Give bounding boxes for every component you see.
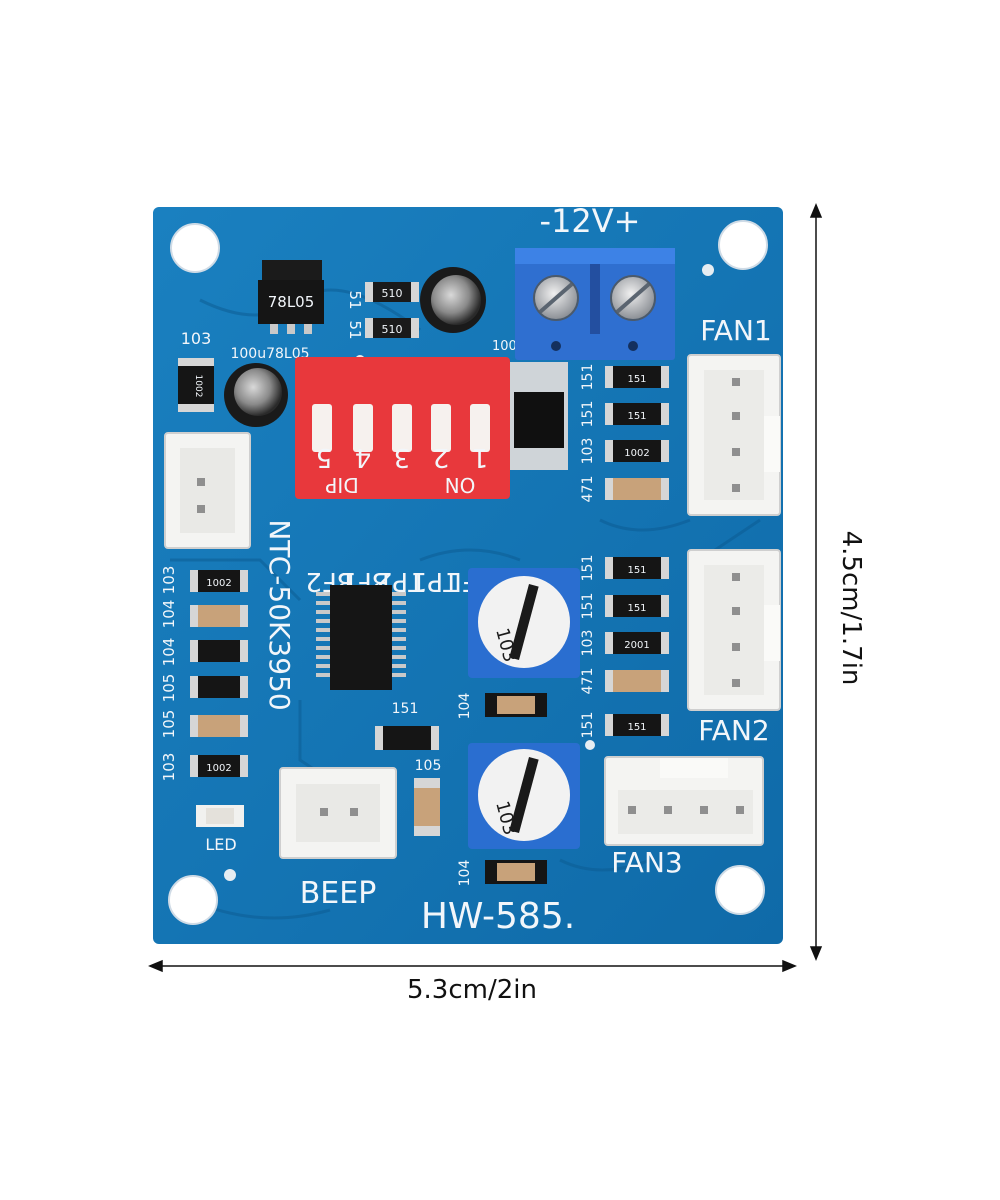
resistor-label: 103 [580, 630, 596, 657]
resistor-label: 104 [160, 638, 178, 667]
dip-number: 3 [394, 442, 411, 472]
capacitor-label: 104 [457, 693, 473, 720]
top-resistors: 510 510 51 51 [346, 282, 419, 340]
dip-number: 2 [433, 442, 450, 472]
ic-chip [316, 585, 406, 690]
model-label: HW-585. [421, 896, 575, 937]
smd-code: 151 [627, 565, 646, 576]
power-terminal-block: -12V+ [515, 202, 675, 360]
voltage-regulator: 78L05 [258, 260, 324, 334]
resistor-label: 151 [580, 401, 596, 428]
mounting-hole [715, 865, 765, 915]
height-dimension [809, 203, 823, 961]
capacitor-label: 105 [415, 758, 442, 774]
trimpot-upper: 103 [468, 568, 580, 678]
height-label: 4.5cm/1.7in [836, 531, 866, 686]
resistor-label: 151 [580, 712, 596, 739]
beep-connector: BEEP [279, 767, 397, 911]
fan1-label: FAN1 [700, 314, 771, 347]
smd-code: 151 [627, 722, 646, 733]
dip-number: 4 [355, 442, 372, 472]
dip-right-label: ON [445, 473, 476, 497]
mounting-hole [168, 875, 218, 925]
dip-left-label: DIP [325, 473, 358, 497]
smd-code: 151 [627, 374, 646, 385]
resistor-label: 151 [580, 555, 596, 582]
smd-code: 2001 [624, 640, 649, 651]
smd-code: 151 [627, 603, 646, 614]
resistor-label: 103 [580, 438, 596, 465]
fan2-label: FAN2 [698, 714, 769, 747]
smd-code: 1002 [206, 763, 231, 774]
regulator-label: 78L05 [268, 293, 315, 311]
capacitor-105: 105 [414, 758, 441, 836]
resistor-label: 103 [160, 566, 178, 595]
led-label: LED [205, 835, 236, 854]
capacitor-label: 104 [457, 860, 473, 887]
resistor-label: 103 [160, 753, 178, 782]
resistor-151-mid: 151 2001 [375, 701, 439, 750]
smd-code: 1002 [193, 375, 203, 398]
mounting-hole [170, 223, 220, 273]
resistor-label: 51 [346, 320, 364, 339]
fan1-connector: FAN1 [687, 314, 781, 516]
resistor-label: 51 [346, 290, 364, 309]
capacitor-104: 104 104 [457, 693, 547, 887]
fan3-connector: FAN3 [604, 756, 764, 879]
resistor-label: 471 [580, 668, 596, 695]
mounting-holes [168, 220, 768, 925]
right-resistor-bank-top: 151 151 1002 151 151 103 471 [580, 364, 669, 503]
smd-code: 510 [382, 323, 403, 336]
resistor-label: 104 [160, 600, 178, 629]
smd-code: 1002 [206, 578, 231, 589]
smd-code: 151 [627, 411, 646, 422]
resistor-103-top: 103 1002 [178, 329, 214, 412]
fan3-label: FAN3 [611, 846, 682, 879]
fan2-connector: FAN2 [687, 549, 781, 747]
led: LED [196, 805, 244, 854]
dip-switch: 5 4 3 2 1 DIP ON [295, 357, 510, 499]
sensor-connector [164, 432, 251, 549]
dip-number: 1 [472, 442, 489, 472]
mounting-hole [718, 220, 768, 270]
regulator-caption: 100u78L05 [230, 346, 309, 362]
left-resistor-column: 1002 151 1002 103 104 104 105 105 103 [160, 566, 248, 782]
resistor-label: 151 [392, 701, 419, 717]
setting-label-tp1: TP1 [411, 566, 460, 596]
width-label: 5.3cm/2in [407, 975, 537, 1005]
trimpot-lower: 103 [468, 743, 580, 849]
resistor-label: 105 [160, 710, 178, 739]
power-label: -12V+ [540, 202, 641, 240]
resistor-label: 151 [580, 593, 596, 620]
smd-component [510, 362, 568, 470]
right-resistor-bank-lower: 151 151 2001 151 151 151 103 471 151 [580, 555, 669, 739]
ntc-label: NTC-50K3950 [263, 519, 296, 710]
smd-code: 1002 [624, 448, 649, 459]
smd-code: 510 [382, 287, 403, 300]
resistor-label: 151 [580, 364, 596, 391]
resistor-label: 105 [160, 674, 178, 703]
capacitor-left [224, 363, 288, 427]
resistor-label: 103 [181, 329, 212, 348]
width-dimension [148, 959, 797, 973]
beep-label: BEEP [300, 876, 377, 911]
dip-number: 5 [316, 442, 333, 472]
resistor-label: 471 [580, 476, 596, 503]
